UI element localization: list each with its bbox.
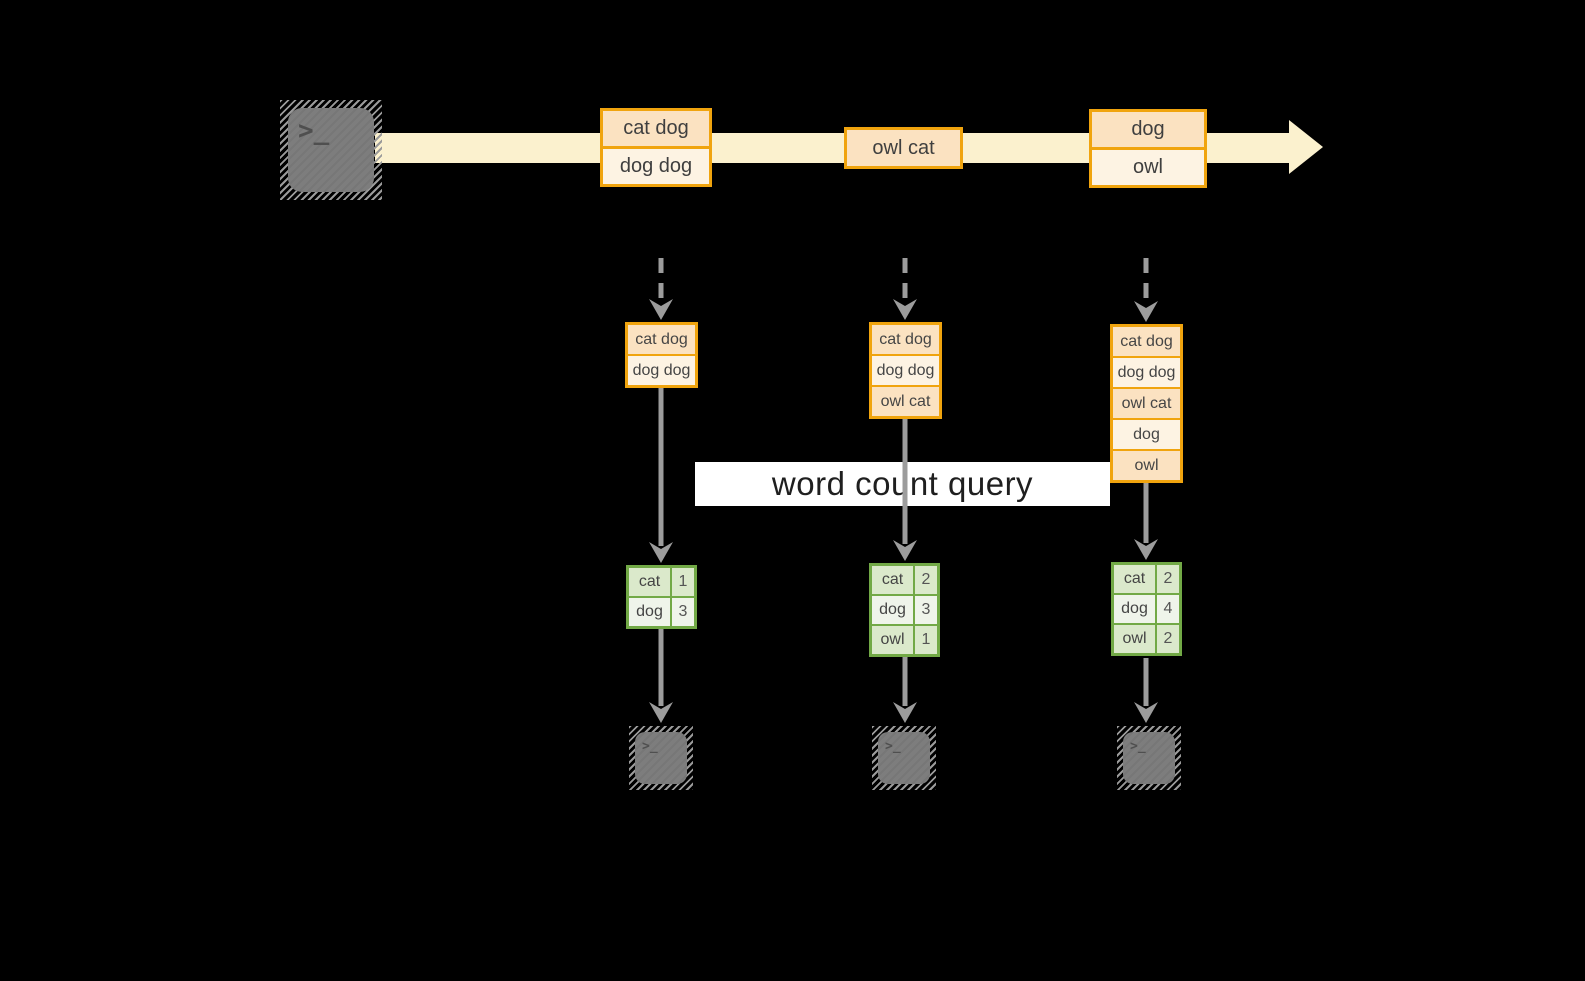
count-word-cell: cat — [872, 566, 913, 594]
word-count-query-band: word count query — [695, 462, 1110, 506]
count-word-cell: dog — [872, 596, 913, 624]
stream-record-line: owl — [1092, 150, 1204, 185]
dashed-arrow-head — [649, 299, 673, 320]
buffer-cell: dog dog — [1113, 358, 1180, 387]
stream-record-line: owl cat — [847, 130, 960, 166]
word-count-query-label: word count query — [771, 465, 1034, 502]
buffer-cell: owl — [1113, 451, 1180, 480]
result-arrow-head — [1134, 702, 1158, 723]
count-value-cell: 3 — [672, 598, 694, 626]
terminal-prompt-glyph: >_ — [1123, 732, 1175, 784]
buffer-cell: cat dog — [628, 325, 695, 354]
buffer-cell: dog — [1113, 420, 1180, 449]
buffer-cell: cat dog — [872, 325, 939, 354]
count-value-cell: 3 — [915, 596, 937, 624]
count-value-cell: 2 — [1157, 565, 1179, 593]
source-terminal-icon: >_ — [280, 100, 382, 200]
count-word-cell: cat — [1114, 565, 1155, 593]
result-arrow-head — [893, 702, 917, 723]
output-terminal-icon: >_ — [629, 726, 693, 790]
count-word-cell: dog — [1114, 595, 1155, 623]
stream-record-line: dog — [1092, 112, 1204, 147]
count-value-cell: 4 — [1157, 595, 1179, 623]
count-value-cell: 2 — [1157, 625, 1179, 653]
output-terminal-icon: >_ — [872, 726, 936, 790]
count-value-cell: 1 — [672, 568, 694, 596]
stream-record: owl cat — [844, 127, 963, 169]
buffer-cell: cat dog — [1113, 327, 1180, 356]
count-word-cell: owl — [872, 626, 913, 654]
count-word-cell: dog — [629, 598, 670, 626]
stream-record-line: cat dog — [603, 111, 709, 146]
count-value-cell: 2 — [915, 566, 937, 594]
terminal-prompt-glyph: >_ — [288, 108, 374, 192]
stream-arrow-head — [1289, 120, 1323, 174]
count-word-cell: owl — [1114, 625, 1155, 653]
result-arrow-head — [649, 702, 673, 723]
terminal-prompt-glyph: >_ — [635, 732, 687, 784]
dashed-arrow-head — [1134, 301, 1158, 322]
output-terminal-icon: >_ — [1117, 726, 1181, 790]
query-arrow-head — [1134, 539, 1158, 560]
dashed-arrow-head — [893, 299, 917, 320]
query-arrow-head — [893, 540, 917, 561]
stream-record-line: dog dog — [603, 149, 709, 184]
buffer-cell: dog dog — [628, 356, 695, 385]
count-value-cell: 1 — [915, 626, 937, 654]
buffer-cell: owl cat — [872, 387, 939, 416]
count-word-cell: cat — [629, 568, 670, 596]
terminal-prompt-glyph: >_ — [878, 732, 930, 784]
buffer-cell: owl cat — [1113, 389, 1180, 418]
query-arrow-head — [649, 542, 673, 563]
buffer-cell: dog dog — [872, 356, 939, 385]
